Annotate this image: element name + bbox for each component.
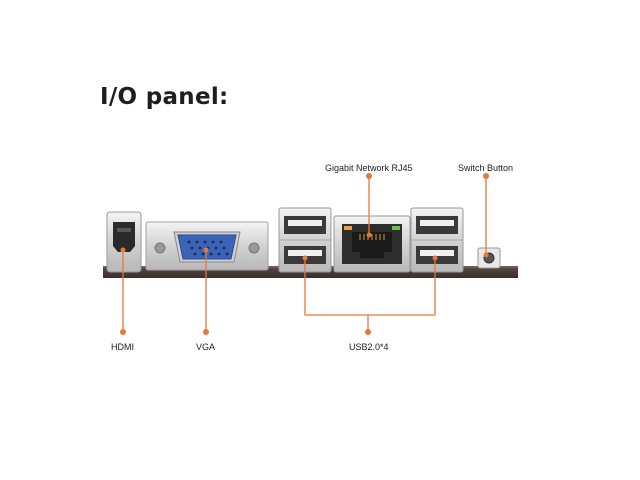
- usb-port-stack-right: [410, 207, 464, 273]
- usb-label: USB2.0*4: [349, 342, 389, 352]
- vga-label: VGA: [196, 342, 216, 352]
- hdmi-label: HDMI: [111, 342, 134, 352]
- switch-button: [477, 247, 501, 269]
- rj45-port: [333, 215, 411, 273]
- network-label: Gigabit Network RJ45: [325, 163, 413, 173]
- hdmi-port: [106, 211, 142, 273]
- page-title: I/O panel:: [100, 84, 229, 110]
- callout-dots: [120, 173, 489, 335]
- switch-label: Switch Button: [458, 163, 514, 173]
- vga-port: [145, 221, 269, 271]
- callout-lines: [122, 177, 487, 330]
- usb-port-stack-left: [278, 207, 332, 273]
